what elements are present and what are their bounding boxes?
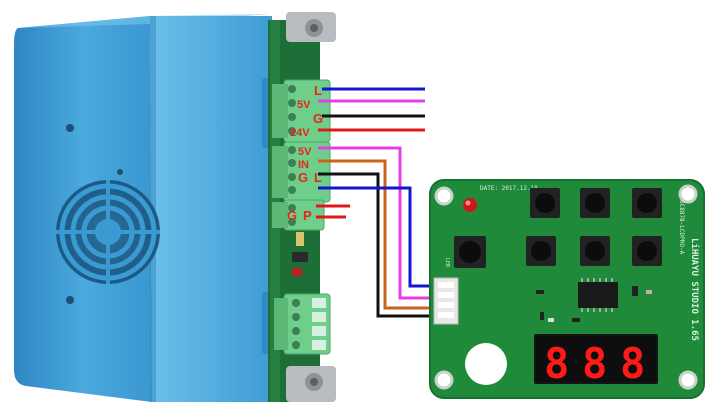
- tactile-button-4[interactable]: [454, 236, 486, 268]
- terminal-label-mid-1: 5V: [298, 146, 312, 158]
- terminal-label-top-4: 24V: [290, 127, 310, 139]
- power-supply: L 5V G 24V 5V IN G L G P: [14, 12, 336, 402]
- terminal-block-bottom: G P: [272, 199, 325, 231]
- psu-screw-hole: [66, 124, 74, 132]
- seven-segment-display: [534, 334, 658, 384]
- terminal-label-top-2: 5V: [297, 99, 311, 111]
- tactile-button-1[interactable]: [530, 188, 560, 218]
- wire-in-to-board: [318, 159, 448, 310]
- ic-chip: [578, 278, 618, 312]
- board-cutout: [465, 343, 507, 385]
- wire-l-to-board: [318, 186, 448, 288]
- tactile-button-2[interactable]: [580, 188, 610, 218]
- wiring: [316, 87, 448, 318]
- terminal-label-top-1: L: [314, 83, 322, 98]
- control-board: DATE: 2017.12.18 LiHUAYU STUDIO 1.65 6C8…: [429, 179, 705, 399]
- board-small-label: LEB: [444, 258, 450, 267]
- wire-5v-to-board: [318, 146, 448, 300]
- psu-side-face: [150, 16, 272, 402]
- terminal-block-middle: 5V IN G L: [272, 141, 331, 203]
- tactile-button-3[interactable]: [632, 188, 662, 218]
- board-connector: [433, 277, 459, 325]
- terminal-label-mid-4: L: [314, 170, 322, 185]
- display-digit-2: 8: [582, 339, 607, 388]
- terminal-block-top: L 5V G 24V: [272, 79, 331, 143]
- board-brand-label: LiHUAYU STUDIO 1.65: [689, 238, 700, 341]
- tactile-button-5[interactable]: [526, 236, 556, 266]
- terminal-label-bottom-1: G: [287, 208, 297, 223]
- terminal-label-bottom-2: P: [303, 208, 312, 223]
- display-digit-1: 8: [544, 339, 569, 388]
- terminal-label-top-3: G: [313, 111, 323, 126]
- mount-hole: [434, 186, 454, 206]
- board-model-label: 6C8878-LCDPRO-A: [678, 200, 685, 255]
- tactile-button-6[interactable]: [580, 236, 610, 266]
- wire-g-to-board: [318, 172, 448, 318]
- display-digit-3: 8: [620, 339, 645, 388]
- terminal-block-lower-4pin: [274, 293, 331, 355]
- tactile-button-7[interactable]: [632, 236, 662, 266]
- button-grid: [454, 188, 662, 268]
- status-led: [463, 198, 477, 212]
- terminal-label-mid-2: IN: [298, 159, 309, 171]
- fan-grille: [56, 180, 160, 284]
- board-date-label: DATE: 2017.12.18: [480, 185, 538, 192]
- terminal-label-mid-3: G: [298, 170, 308, 185]
